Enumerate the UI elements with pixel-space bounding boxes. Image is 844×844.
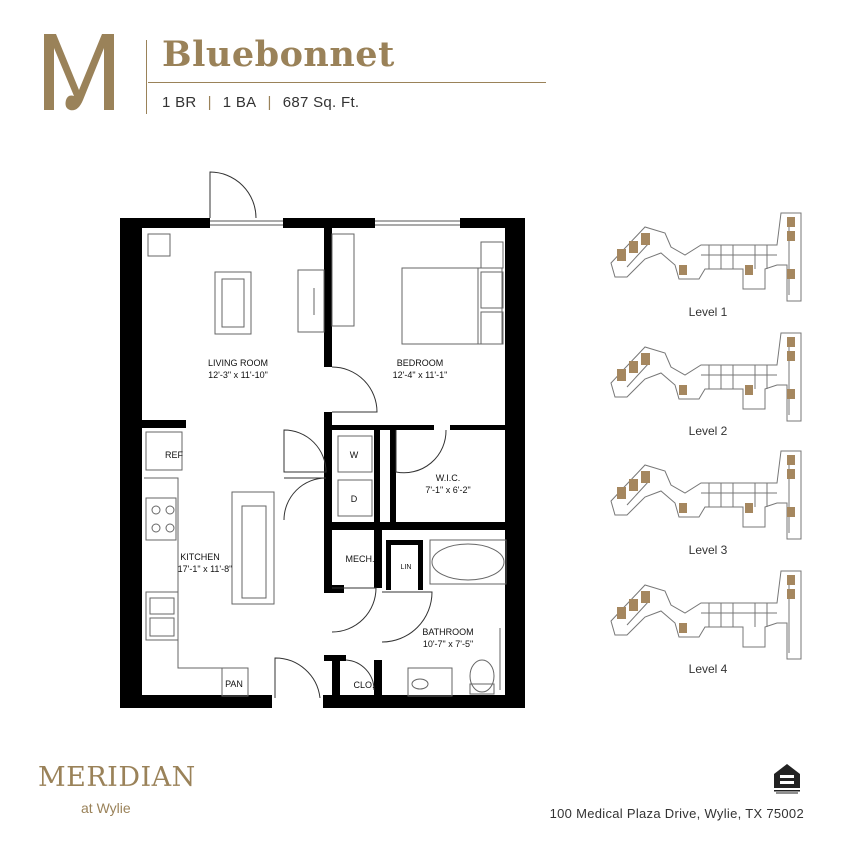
bedroom-label: BEDROOM [397,358,444,368]
bathroom-label: BATHROOM [422,627,473,637]
highlighted-unit [629,479,638,491]
title-rule [148,82,546,83]
unit-specs: 1 BR | 1 BA | 687 Sq. Ft. [162,94,359,111]
highlighted-unit [617,249,626,261]
bathroom-dims: 10'-7" x 7'-5" [423,639,473,649]
highlighted-unit [617,369,626,381]
spec-separator: | [207,94,212,111]
highlighted-unit [787,217,795,227]
level-1-label: Level 1 [688,305,728,319]
highlighted-unit [787,389,795,399]
square-footage: 687 Sq. Ft. [282,94,360,111]
property-address: 100 Medical Plaza Drive, Wylie, TX 75002 [549,806,804,821]
highlighted-unit [641,353,650,365]
brand-subtitle: at Wylie [81,800,131,816]
dryer-label: D [351,494,358,504]
highlighted-unit [641,233,650,245]
highlighted-unit [787,589,795,599]
level-3-key-plan [610,450,802,540]
highlighted-unit [745,265,753,275]
mech-label: MECH. [346,554,375,564]
highlighted-unit [787,231,795,241]
highlighted-unit [641,591,650,603]
bathroom-count: 1 BA [222,94,257,111]
highlighted-unit [629,361,638,373]
floor-plan: LIVING ROOM 12'-3" x 11'-10" BEDROOM 12'… [120,171,525,708]
highlighted-unit [679,623,687,633]
highlighted-unit [787,575,795,585]
highlighted-unit [787,337,795,347]
highlighted-unit [787,469,795,479]
meridian-monogram-logo [44,34,114,111]
level-1-key-plan [610,212,802,302]
living-room-dims: 12'-3" x 11'-10" [208,370,268,380]
highlighted-unit [679,503,687,513]
header-divider [146,40,147,114]
highlighted-unit [787,507,795,517]
highlighted-unit [679,265,687,275]
highlighted-unit [617,487,626,499]
highlighted-unit [679,385,687,395]
walls [120,218,525,708]
equal-housing-icon [774,764,800,794]
highlighted-unit [787,351,795,361]
level-3-label: Level 3 [688,543,728,557]
brand-wordmark: MERIDIAN [38,762,196,793]
wic-label: W.I.C. [436,473,461,483]
unit-title: Bluebonnet [162,34,395,75]
highlighted-unit [629,599,638,611]
pantry-label: PAN [225,679,243,689]
kitchen-dims: 17'-1" x 11'-8" [178,564,233,574]
highlighted-unit [641,471,650,483]
highlighted-unit [617,607,626,619]
spec-separator: | [267,94,272,111]
washer-label: W [350,450,359,460]
highlighted-unit [629,241,638,253]
living-room-label: LIVING ROOM [208,358,268,368]
level-4-key-plan [610,570,802,660]
highlighted-unit [745,503,753,513]
bedroom-count: 1 BR [162,94,197,111]
highlighted-unit [745,385,753,395]
level-4-label: Level 4 [688,662,728,676]
wic-dims: 7'-1" x 6'-2" [425,485,470,495]
fixtures [144,233,507,697]
level-2-key-plan [610,332,802,422]
closet-label: CLO. [353,680,374,690]
ref-label: REF [165,450,184,460]
bedroom-dims: 12'-4" x 11'-1" [393,370,448,380]
kitchen-label: KITCHEN [180,552,220,562]
linen-label: LIN [401,564,412,571]
highlighted-unit [787,269,795,279]
highlighted-unit [787,455,795,465]
level-2-label: Level 2 [688,424,728,438]
